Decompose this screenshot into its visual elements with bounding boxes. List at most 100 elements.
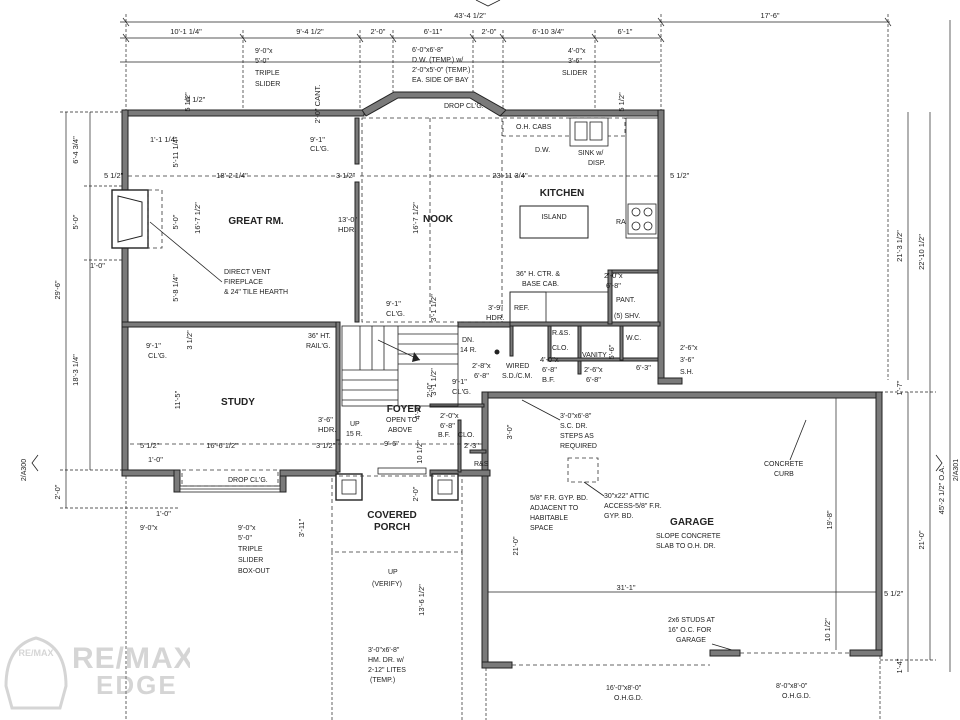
- note: STEPS AS: [560, 433, 594, 440]
- dim-label: 5'-8 1/4": [171, 274, 180, 302]
- room-great-rm: GREAT RM.: [228, 216, 284, 227]
- note: REQUIRED: [560, 443, 597, 450]
- dim-label: 31'-1": [616, 583, 635, 592]
- note: DROP CL'G.: [228, 477, 268, 484]
- logo-name-2: EDGE: [96, 670, 178, 700]
- dim-label: 16'-7 1/2": [193, 202, 202, 234]
- dim-label: 5 1/2": [104, 171, 124, 180]
- dim-label: 2'-8"x: [472, 361, 491, 370]
- note: SLIDER: [255, 81, 280, 88]
- note: ADJACENT TO: [530, 505, 579, 512]
- note: DROP CL'G.: [444, 103, 484, 110]
- dim-label: 6'-10 3/4": [532, 27, 564, 36]
- dim-label: 2'-6"x: [584, 365, 603, 374]
- garage-width-dim: 17'-6": [760, 11, 779, 20]
- room-covered-porch: COVERED: [367, 510, 416, 521]
- window-notes-top: 9'-0"x 5'-0" TRIPLE SLIDER 6'-0"x6'-8" D…: [255, 47, 587, 88]
- note: 15 R.: [346, 431, 363, 438]
- top-dimensions: 43'-4 1/2" 17'-6" 10'-1 1/4" 9'-4 1/2" 2…: [120, 11, 892, 380]
- fixture-label: CLO.: [458, 432, 474, 439]
- dim-label: 10 1/2": [415, 440, 424, 464]
- dim-label: 2'-0": [371, 27, 386, 36]
- note: EA. SIDE OF BAY: [412, 77, 469, 84]
- note: 3'-6": [568, 58, 582, 65]
- note: 8'-0"x8'-0": [776, 683, 808, 690]
- note: ACCESS-5/8" F.R.: [604, 503, 662, 510]
- dim-label: 6'-8": [606, 281, 621, 290]
- porch-columns: [335, 473, 459, 501]
- right-dimensions: 21'-3 1/2" 22'-10 1/2" 1'-7" 45'-2 1/2" …: [880, 20, 951, 673]
- note: 3'-0"x6'-8": [560, 413, 592, 420]
- note: O.H.G.D.: [614, 695, 643, 702]
- note: BASE CAB.: [522, 281, 559, 288]
- dim-label: 2'-0": [411, 486, 420, 501]
- fixture-label: VANITY: [582, 352, 607, 359]
- note: 2x6 STUDS AT: [668, 617, 716, 624]
- dim-label: 2'-0": [425, 382, 434, 397]
- dim-label: 29'-6": [53, 280, 62, 299]
- note: 36" H. CTR. &: [516, 271, 560, 278]
- dim-label: 5'-0": [171, 214, 180, 229]
- note: 9'-0"x: [255, 48, 273, 55]
- fixture-label: R&S: [474, 461, 489, 468]
- section-marker-left: 2/A300: [21, 454, 39, 481]
- dim-label: 1'-0": [148, 455, 163, 464]
- dim-label: 9'-1": [386, 299, 401, 308]
- note: ABOVE: [388, 427, 412, 434]
- fixture-label: R.&S.: [552, 330, 570, 337]
- logo-mark-text: RE/MAX: [18, 648, 53, 658]
- dim-label: 2'-0"x: [604, 271, 623, 280]
- room-foyer: FOYER: [387, 404, 422, 415]
- dim-label: 1'-1 1/4": [150, 135, 178, 144]
- dim-label: 16'-7 1/2": [411, 202, 420, 234]
- note: 5/8" F.R. GYP. BD.: [530, 495, 588, 502]
- dim-label: 5'-0": [71, 214, 80, 229]
- stairs: [341, 325, 459, 407]
- covered-porch-outline: [331, 475, 463, 553]
- garage-doors: [512, 652, 850, 666]
- fixture-label: RA: [616, 219, 626, 226]
- dim-label: CL'G.: [386, 309, 405, 318]
- dim-label: 3 1/2": [185, 330, 194, 350]
- dim-label: 3 1/2": [336, 171, 356, 180]
- note: DIRECT VENT: [224, 269, 271, 276]
- note: 16'-0"x8'-0": [606, 685, 642, 692]
- front-door: [377, 467, 427, 475]
- dim-label: 2'-0": [53, 484, 62, 499]
- dim-label: 5 1/2": [186, 95, 206, 104]
- dim-label: 3'-9": [488, 303, 503, 312]
- remax-edge-logo: RE/MAX RE/MAX EDGE: [4, 636, 190, 710]
- note: 14 R.: [460, 347, 477, 354]
- note: CONCRETE: [764, 461, 804, 468]
- dim-label: 1'-7": [895, 380, 904, 395]
- dim-label: 3'-1 1/2": [429, 294, 438, 322]
- dim-label: 5 1/2": [670, 171, 690, 180]
- fixture-label: PANT.: [616, 297, 635, 304]
- dim-label: 21'-0": [917, 530, 926, 549]
- note: S.H.: [680, 369, 694, 376]
- section-marker-right: 2/A301: [935, 454, 960, 481]
- dim-label: HDR.: [318, 425, 336, 434]
- note: TRIPLE: [238, 546, 263, 553]
- exterior-walls: [121, 91, 883, 669]
- note: D.W. (TEMP.) w/: [412, 57, 463, 64]
- dim-label: 10'-1 1/4": [170, 27, 202, 36]
- plan-dimensions: 5 1/2" 5 1/2" 18'-2 1/4" 3 1/2" 23'-11 3…: [104, 85, 904, 642]
- note: GYP. BD.: [604, 513, 633, 520]
- note: 5'-0": [238, 535, 252, 542]
- dim-label: 6'-8": [586, 375, 601, 384]
- note: 6'-0"x6'-8": [412, 47, 444, 54]
- note: S.C. DR.: [560, 423, 588, 430]
- dim-label: 2'-0" CANT.: [313, 85, 322, 124]
- note: SPACE: [530, 525, 554, 532]
- dim-label: 6'-3": [636, 363, 651, 372]
- note: GARAGE: [676, 637, 706, 644]
- dim-label: 22'-10 1/2": [917, 234, 926, 270]
- note: 3'-0"x6'-8": [368, 647, 400, 654]
- fixture-label: D.W.: [535, 147, 550, 154]
- interior-walls: [121, 117, 661, 473]
- fixture-labels: ISLAND O.H. CABS D.W. SINK w/ DISP. RA R…: [438, 124, 641, 468]
- note: & 24" TILE HEARTH: [224, 289, 288, 296]
- room-covered-porch: PORCH: [374, 522, 410, 533]
- dim-label: 16'-6 1/2": [206, 441, 238, 450]
